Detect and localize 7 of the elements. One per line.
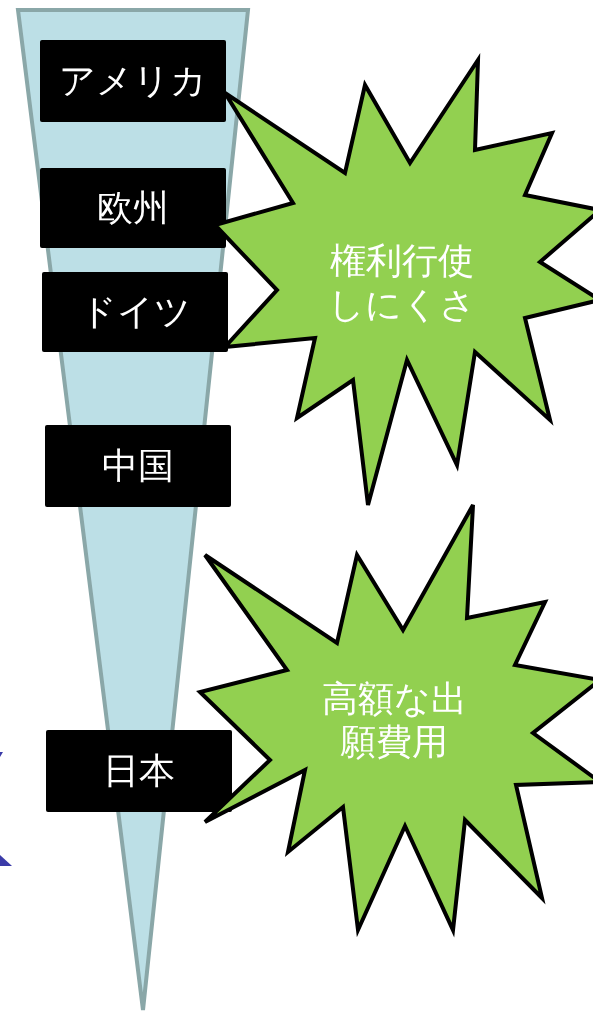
country-label: 欧州 <box>40 168 226 248</box>
callout-text: 権利行使しにくさ <box>326 239 477 326</box>
country-label: 中国 <box>45 425 231 507</box>
country-label: 日本 <box>46 730 232 812</box>
callout-text: 高額な出願費用 <box>320 676 468 764</box>
country-label: アメリカ <box>40 40 226 122</box>
country-label: ドイツ <box>42 272 228 352</box>
